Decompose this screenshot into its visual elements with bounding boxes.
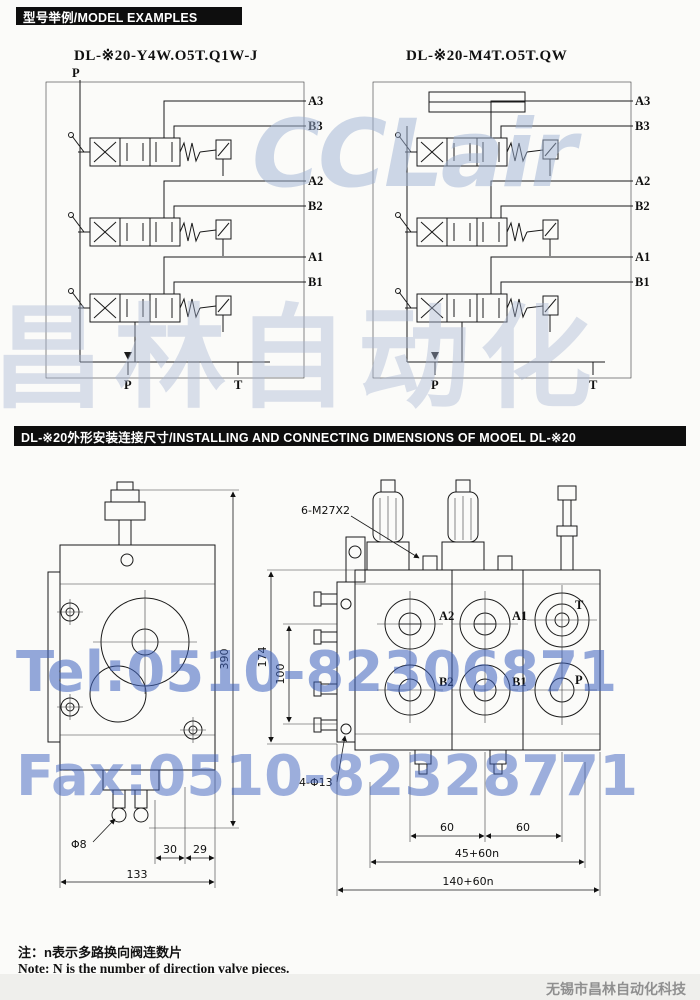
front-view-dimensions: 6-M27X2 174 100 4-Φ13 60 60 45+60n (256, 504, 601, 896)
port-label-t: T (589, 378, 598, 392)
left-schematic-border (45, 81, 305, 379)
left-pilot-port-label: P (72, 66, 80, 80)
footer-company: 无锡市昌林自动化科技 (546, 981, 686, 997)
port-label-a2: A2 (308, 174, 323, 188)
section-header-model-examples: 型号举例/MODEL EXAMPLES (16, 7, 242, 25)
fv-port-a2: A2 (439, 609, 454, 623)
fv-port-p: P (575, 673, 583, 687)
dim-133: 133 (127, 868, 148, 881)
fv-port-t: T (575, 598, 584, 612)
work-port-lines (490, 100, 633, 294)
top-cap-2 (441, 479, 485, 571)
dim-60-2: 60 (516, 821, 530, 834)
dim-140-60n: 140+60n (442, 875, 493, 888)
top-cap-1 (366, 479, 410, 571)
port-label-b3: B3 (635, 119, 650, 133)
footer-strip (0, 974, 700, 1000)
port-label-a3: A3 (635, 94, 650, 108)
valve-stack (68, 132, 232, 333)
dim-45-60n: 45+60n (455, 847, 499, 860)
dim-390: 390 (218, 649, 231, 670)
left-schematic-svg: P A3 B3 A2 B2 A1 B1 P T (45, 66, 323, 392)
inlet-cover-plate (428, 91, 526, 113)
work-port-lines (163, 100, 306, 294)
left-schematic-title: DL-※20-Y4W.O5T.Q1W-J (74, 48, 259, 64)
dim-60-1: 60 (440, 821, 454, 834)
valve-stack (395, 132, 559, 333)
port-label-b2: B2 (308, 199, 323, 213)
note-chinese: 注：n表示多路换向阀连数片 (18, 945, 182, 960)
port-label-a1: A1 (308, 250, 323, 264)
front-view-drawing (313, 479, 601, 775)
fv-port-b1: B1 (512, 675, 527, 689)
pt-bus-lines (80, 322, 270, 375)
right-schematic-svg: A3 B3 A2 B2 A1 B1 P T (372, 81, 650, 392)
label-6-m27x2: 6-M27X2 (301, 504, 350, 517)
dim-100: 100 (274, 664, 287, 685)
label-4-phi13: 4-Φ13 (299, 776, 333, 789)
port-label-b3: B3 (308, 119, 323, 133)
port-label-p: P (431, 378, 439, 392)
port-label-t: T (234, 378, 243, 392)
port-label-a2: A2 (635, 174, 650, 188)
dimensions-header-text: DL-※20外形安装连接尺寸/INSTALLING AND CONNECTING… (21, 430, 576, 445)
note-english: Note: N is the number of direction valve… (18, 961, 290, 976)
dim-174: 174 (256, 647, 269, 668)
fv-port-b2: B2 (439, 675, 454, 689)
dim-phi8: Φ8 (71, 838, 87, 851)
port-label-b1: B1 (308, 275, 323, 289)
port-label-b1: B1 (635, 275, 650, 289)
fv-port-a1: A1 (512, 609, 527, 623)
dimension-drawings-svg: 390 Φ8 30 29 133 (47, 479, 601, 896)
dim-30: 30 (163, 843, 177, 856)
side-view-dimensions: 390 Φ8 30 29 133 (59, 489, 239, 888)
port-label-p: P (124, 378, 132, 392)
port-label-a1: A1 (635, 250, 650, 264)
pt-bus-lines (406, 126, 605, 375)
relief-adjuster-stud (556, 485, 578, 571)
right-schematic-title: DL-※20-M4T.O5T.QW (406, 48, 568, 64)
dim-29: 29 (193, 843, 207, 856)
port-label-b2: B2 (635, 199, 650, 213)
right-schematic-border (372, 81, 632, 379)
port-label-a3: A3 (308, 94, 323, 108)
model-examples-header-text: 型号举例/MODEL EXAMPLES (23, 10, 198, 25)
section-header-dimensions: DL-※20外形安装连接尺寸/INSTALLING AND CONNECTING… (14, 426, 686, 446)
port-circles (377, 585, 597, 725)
side-view-drawing (47, 481, 216, 823)
